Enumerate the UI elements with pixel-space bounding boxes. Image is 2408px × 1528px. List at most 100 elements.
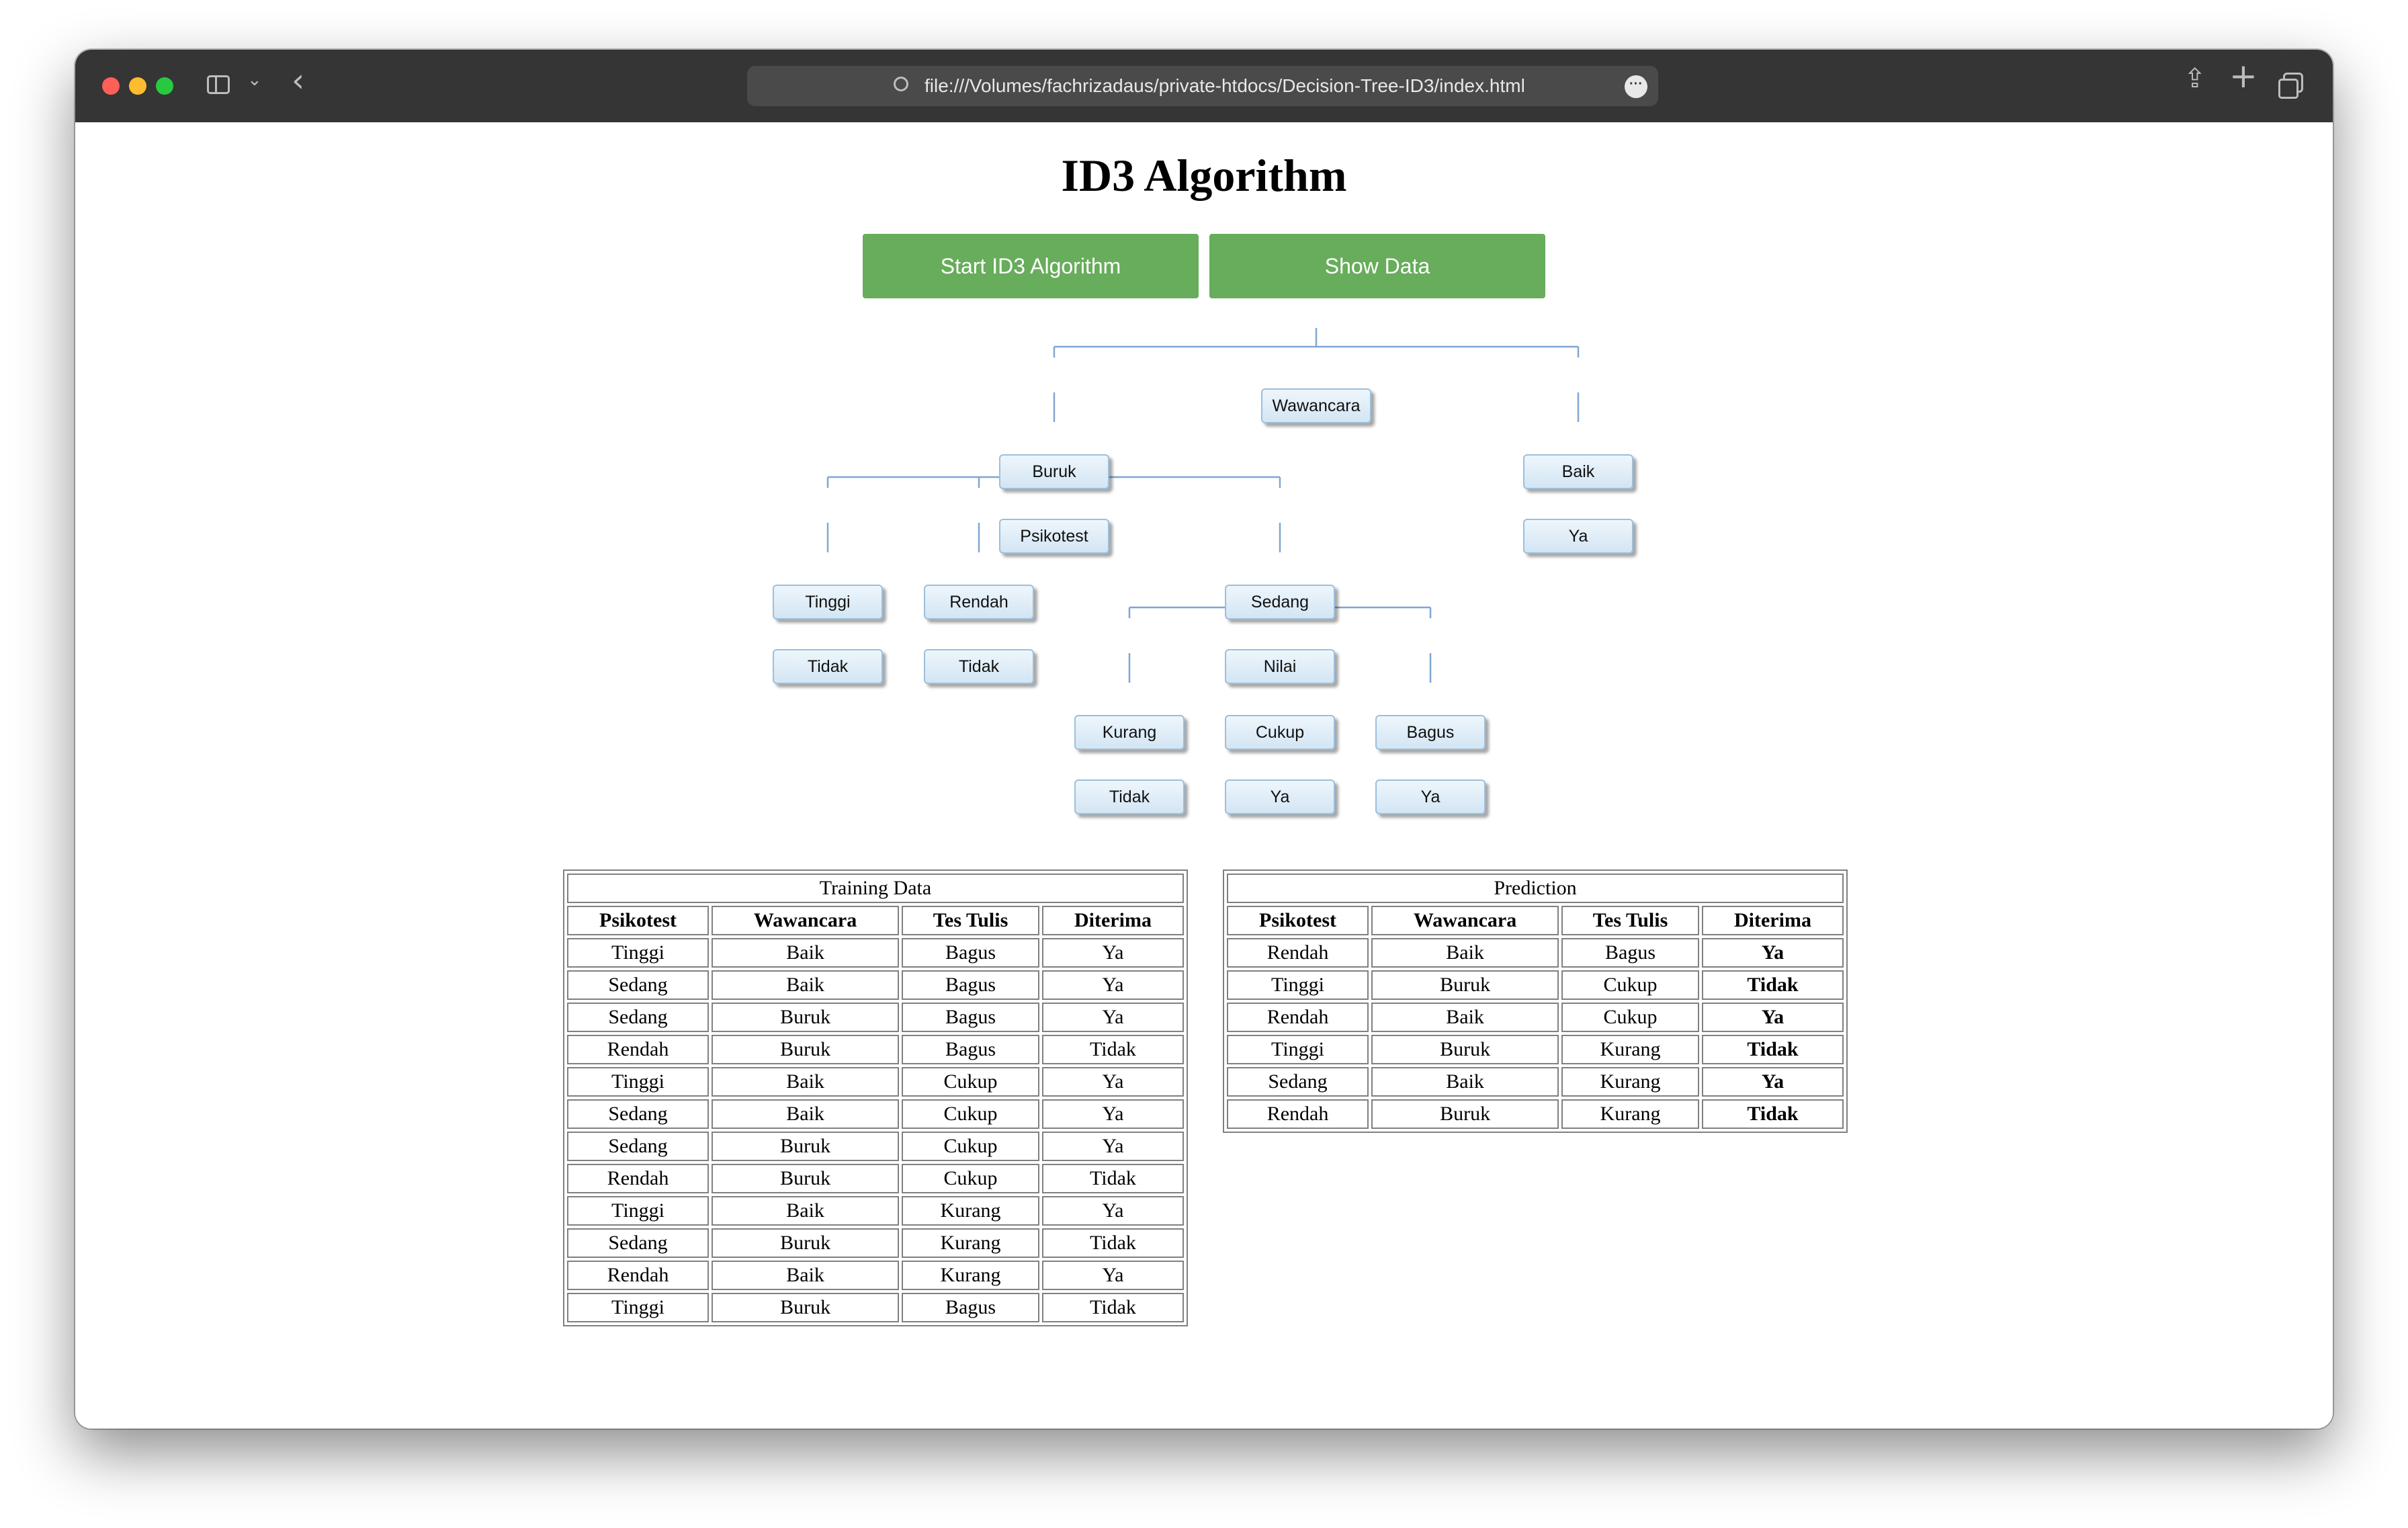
show-data-button[interactable]: Show Data [1209, 234, 1545, 298]
browser-window: ⌄ ‹ file:///Volumes/fachrizadaus/private… [75, 50, 2333, 1429]
tree-node-baik-result: Ya [1523, 519, 1633, 554]
minimize-window-button[interactable] [129, 77, 146, 95]
table-cell: Tinggi [1227, 1035, 1369, 1064]
table-cell: Ya [1041, 1067, 1184, 1097]
address-bar[interactable]: file:///Volumes/fachrizadaus/private-htd… [747, 66, 1658, 106]
table-cell: Ya [1041, 938, 1184, 968]
table-cell: Bagus [902, 938, 1039, 968]
table-cell: Kurang [1561, 1099, 1699, 1129]
table-cell: Buruk [712, 1164, 900, 1193]
tree-node-tinggi: Tinggi [773, 585, 883, 620]
table-header-row: Psikotest Wawancara Tes Tulis Diterima [567, 906, 1184, 935]
table-cell: Baik [1371, 1003, 1559, 1032]
table-cell: Buruk [1371, 970, 1559, 1000]
table-cell: Buruk [712, 1293, 900, 1322]
table-cell: Rendah [567, 1164, 710, 1193]
tree-node-kurang: Kurang [1074, 715, 1185, 750]
chevron-down-icon[interactable]: ⌄ [247, 70, 262, 90]
column-header: Tes Tulis [1561, 906, 1699, 935]
table-cell: Ya [1041, 1261, 1184, 1290]
table-cell: Kurang [902, 1196, 1039, 1226]
table-cell: Sedang [567, 1099, 710, 1129]
tree-connectors [826, 328, 1580, 683]
table-cell: Cukup [1561, 1003, 1699, 1032]
table-cell: Tinggi [567, 1293, 710, 1322]
table-cell: Cukup [902, 1164, 1039, 1193]
back-icon[interactable]: ‹ [292, 62, 305, 99]
start-id3-button[interactable]: Start ID3 Algorithm [863, 234, 1199, 298]
column-header: Psikotest [1227, 906, 1369, 935]
table-cell: Baik [712, 1196, 900, 1226]
column-header: Wawancara [1371, 906, 1559, 935]
table-cell: Cukup [902, 1067, 1039, 1097]
share-icon[interactable]: ⇪ [2184, 63, 2206, 94]
table-caption-row: Training Data [567, 874, 1184, 903]
table-cell: Tidak [1701, 1035, 1844, 1064]
table-cell: Bagus [902, 1003, 1039, 1032]
url-text[interactable]: file:///Volumes/fachrizadaus/private-htd… [924, 75, 1525, 96]
tab-overview-icon[interactable] [2278, 73, 2303, 99]
table-cell: Kurang [902, 1228, 1039, 1258]
tree-node-sedang: Sedang [1225, 585, 1335, 620]
tree-node-bagus-result: Ya [1375, 779, 1486, 814]
table-caption: Prediction [1227, 874, 1844, 903]
table-cell: Ya [1041, 1099, 1184, 1129]
table-cell: Bagus [1561, 938, 1699, 968]
tree-node-baik: Baik [1523, 454, 1633, 489]
table-cell: Rendah [1227, 938, 1369, 968]
column-header: Wawancara [712, 906, 900, 935]
table-cell: Sedang [567, 1228, 710, 1258]
table-cell: Kurang [1561, 1067, 1699, 1097]
table-cell: Tidak [1701, 1099, 1844, 1129]
prediction-table: Prediction Psikotest Wawancara Tes Tulis… [1223, 869, 1848, 1133]
table-cell: Buruk [712, 1132, 900, 1161]
table-header-row: Psikotest Wawancara Tes Tulis Diterima [1227, 906, 1844, 935]
table-cell: Ya [1041, 970, 1184, 1000]
table-cell: Ya [1041, 1132, 1184, 1161]
column-header: Tes Tulis [902, 906, 1039, 935]
tree-node-bagus: Bagus [1375, 715, 1486, 750]
training-data-table: Training Data Psikotest Wawancara Tes Tu… [563, 869, 1188, 1326]
close-window-button[interactable] [102, 77, 120, 95]
more-icon[interactable]: ··· [1625, 75, 1647, 98]
table-cell: Rendah [1227, 1099, 1369, 1129]
tree-node-kurang-result: Tidak [1074, 779, 1185, 814]
tree-node-cukup: Cukup [1225, 715, 1335, 750]
table-cell: Cukup [1561, 970, 1699, 1000]
page-info-icon[interactable] [894, 77, 908, 91]
browser-toolbar: ⌄ ‹ file:///Volumes/fachrizadaus/private… [75, 50, 2333, 122]
table-cell: Baik [712, 970, 900, 1000]
page-content: ID3 Algorithm Start ID3 Algorithm Show D… [75, 122, 2333, 1429]
table-cell: Bagus [902, 1035, 1039, 1064]
table-cell: Bagus [902, 1293, 1039, 1322]
table-cell: Buruk [712, 1228, 900, 1258]
table-cell: Tidak [1041, 1293, 1184, 1322]
tree-node-tinggi-result: Tidak [773, 649, 883, 684]
table-cell: Buruk [712, 1035, 900, 1064]
column-header: Diterima [1041, 906, 1184, 935]
table-caption-row: Prediction [1227, 874, 1844, 903]
table-cell: Tinggi [567, 1067, 710, 1097]
table-cell: Tidak [1701, 970, 1844, 1000]
tree-node-psikotest: Psikotest [999, 519, 1109, 554]
zoom-window-button[interactable] [156, 77, 173, 95]
tree-node-rendah-result: Tidak [924, 649, 1034, 684]
table-cell: Tinggi [567, 938, 710, 968]
column-header: Psikotest [567, 906, 710, 935]
table-cell: Tinggi [1227, 970, 1369, 1000]
new-tab-icon[interactable]: + [2229, 56, 2258, 95]
sidebar-icon[interactable] [207, 75, 230, 94]
